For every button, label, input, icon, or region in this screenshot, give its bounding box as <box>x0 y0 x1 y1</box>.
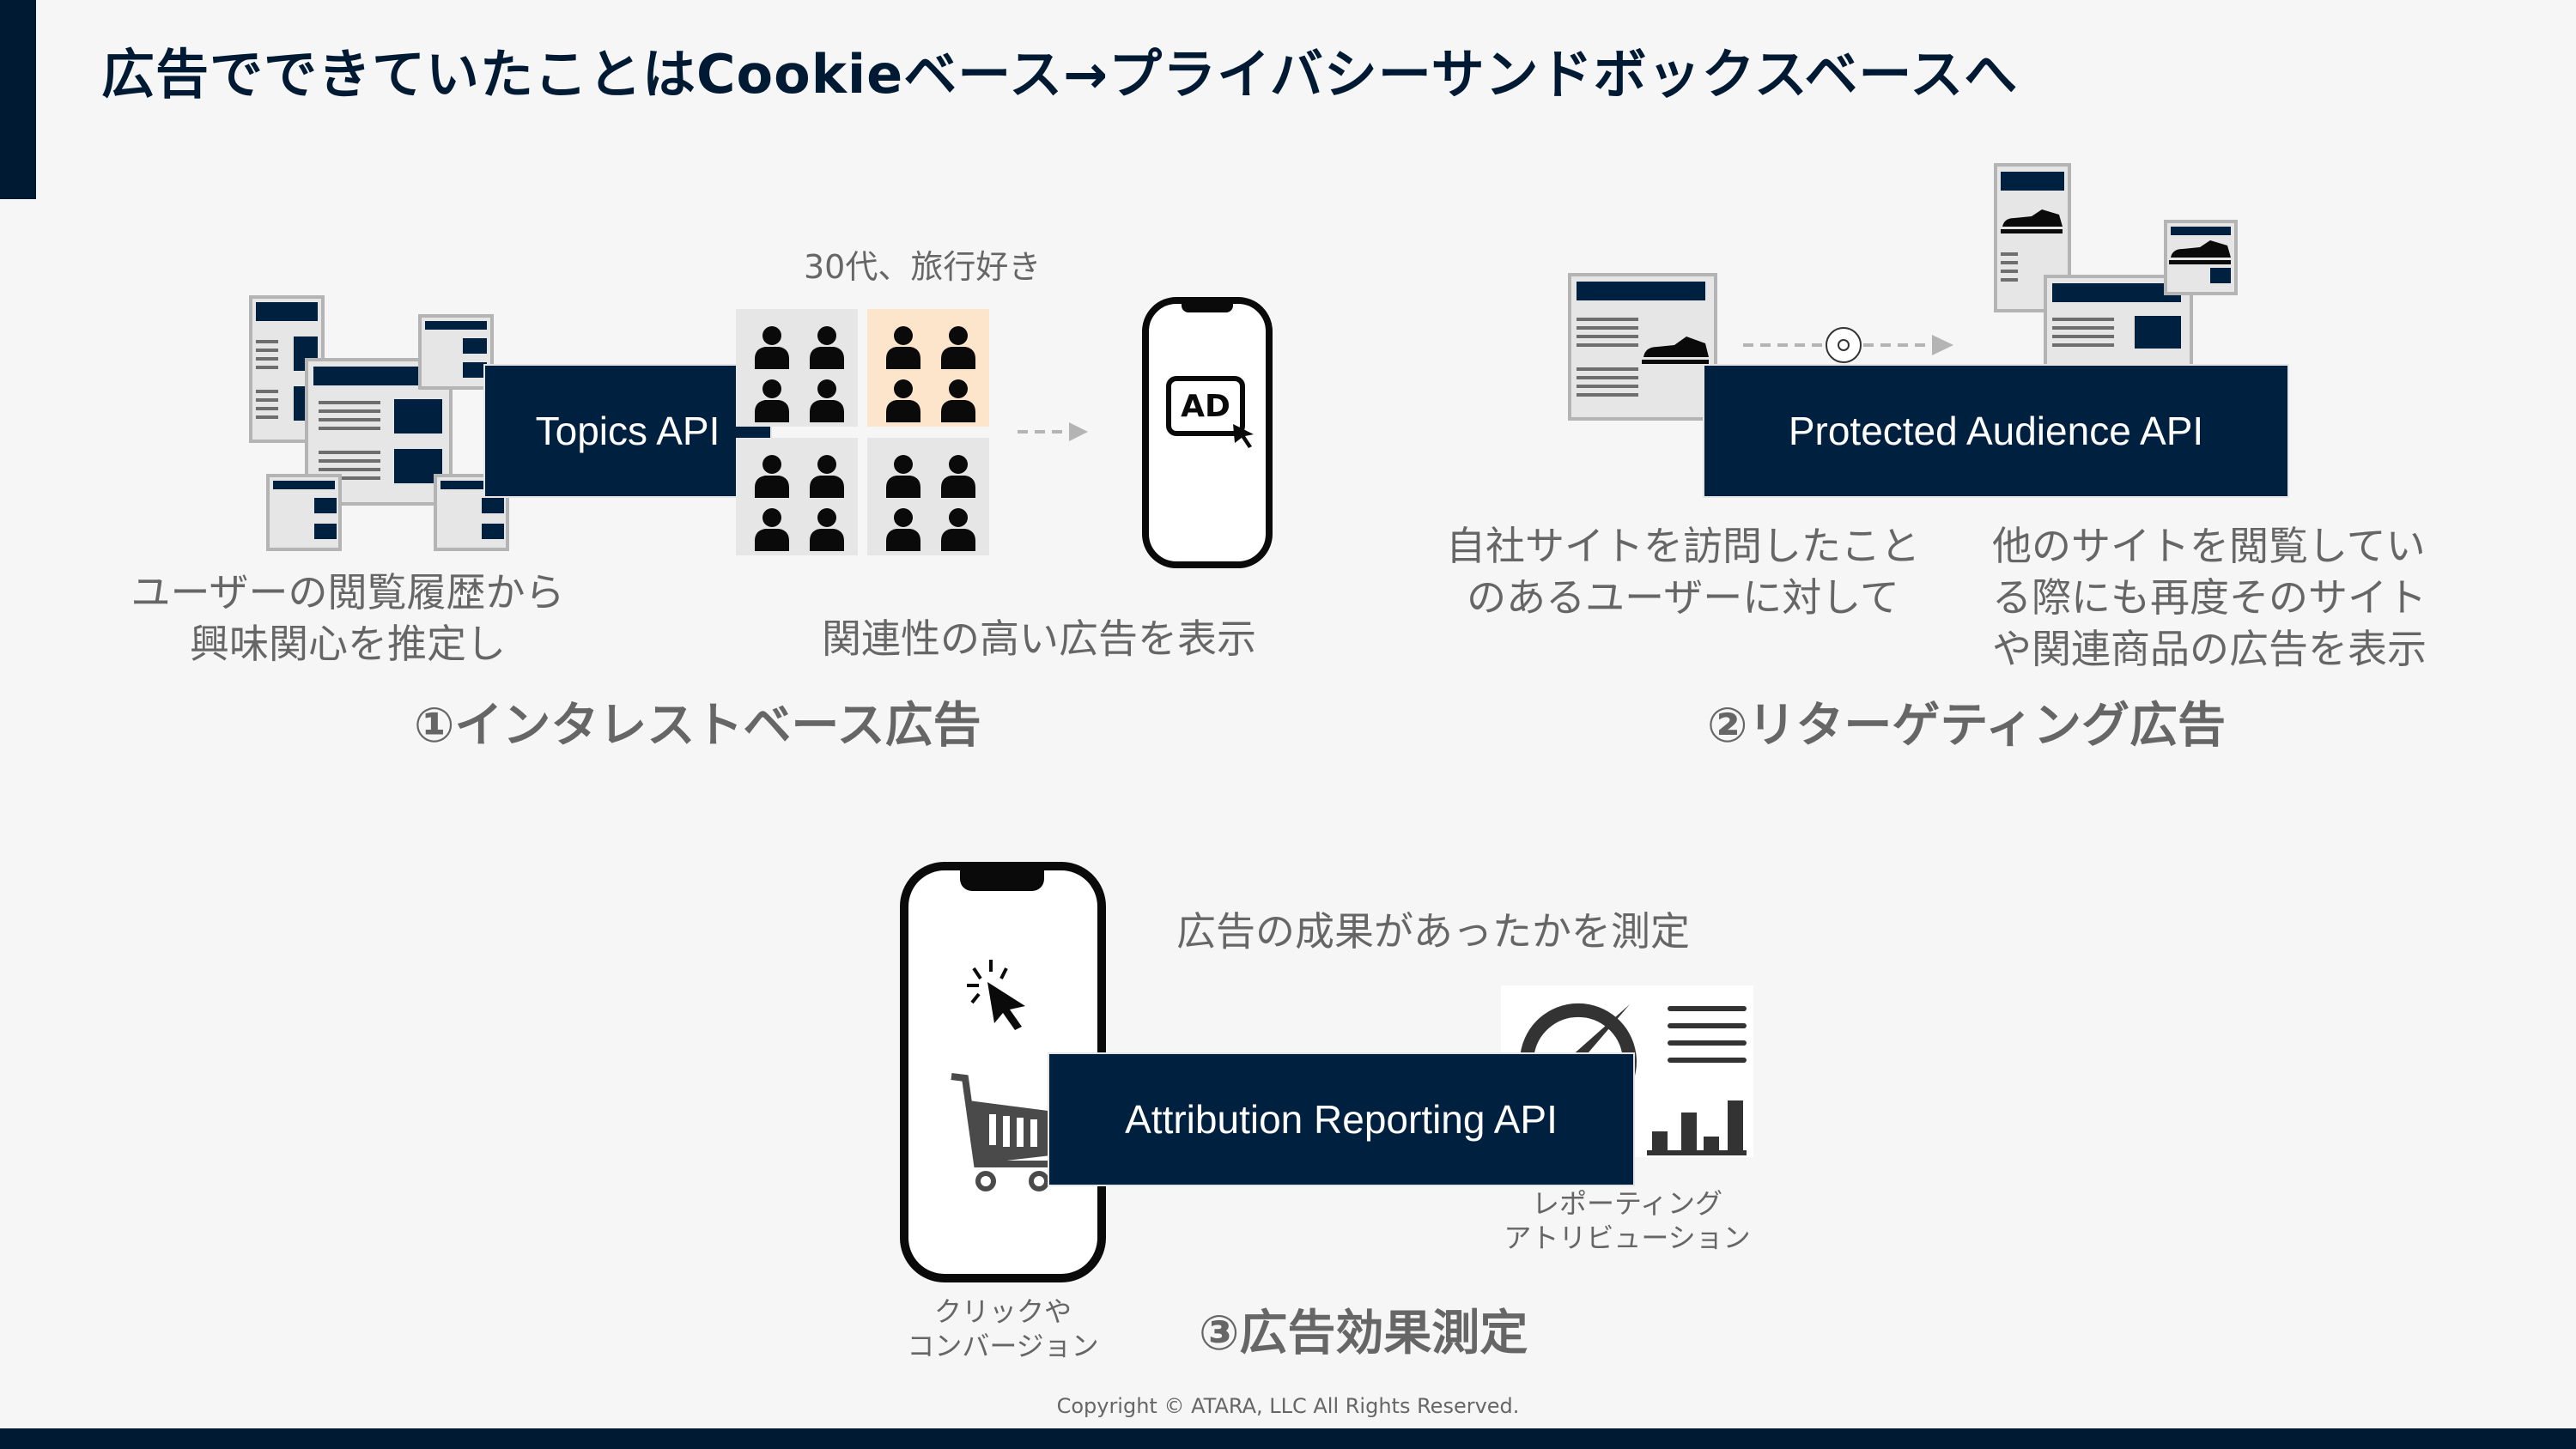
attribution-reporting-api-label: Attribution Reporting API <box>1125 1097 1558 1142</box>
person-icon <box>941 508 975 551</box>
other-site-page-icon <box>1994 163 2071 312</box>
protected-audience-api-box: Protected Audience API <box>1703 364 2289 498</box>
measure-label: 広告の成果があったかを測定 <box>1176 908 1690 955</box>
topics-api-label: Topics API <box>535 409 720 453</box>
bar-chart-icon <box>1647 1100 1747 1155</box>
shoe-icon <box>2001 209 2063 233</box>
person-icon <box>941 455 975 498</box>
section1-desc-right: 関連性の高い広告を表示 <box>822 615 1256 662</box>
person-icon <box>886 455 920 498</box>
shoe-icon <box>1642 336 1709 364</box>
own-site-page-icon <box>1568 273 1717 421</box>
audience-group <box>736 438 858 555</box>
section3-heading: ③広告効果測定 <box>1199 1306 1528 1361</box>
smartphone-ad-icon: AD <box>1142 297 1273 568</box>
section1-desc-left: ユーザーの閲覧履歴から 興味関心を推定し <box>131 569 565 667</box>
person-icon <box>886 326 920 369</box>
audience-group-highlighted <box>867 309 989 427</box>
cursor-icon <box>1233 424 1254 448</box>
person-icon <box>755 326 789 369</box>
person-icon <box>941 379 975 422</box>
topics-api-box: Topics API <box>483 364 772 498</box>
protected-audience-api-label: Protected Audience API <box>1788 409 2204 453</box>
web-page-icon <box>418 314 494 390</box>
slide-title: 広告でできていたことはCookieベース→プライバシーサンドボックスベースへ <box>101 43 2019 106</box>
section2-desc-right: 他のサイトを閲覧してい る際にも再度そのサイト や関連商品の広告を表示 <box>1992 523 2427 672</box>
accent-bar <box>0 0 36 199</box>
ad-badge-icon: AD <box>1166 376 1245 436</box>
other-site-page-icon <box>2164 220 2238 295</box>
person-icon <box>755 379 789 422</box>
dashed-arrow-icon <box>1743 327 1953 363</box>
person-icon <box>810 326 844 369</box>
person-icon <box>886 379 920 422</box>
shopping-cart-icon <box>951 1073 1061 1191</box>
click-cursor-icon <box>967 960 1025 1030</box>
web-page-icon <box>266 474 342 551</box>
person-icon <box>886 508 920 551</box>
person-icon <box>755 508 789 551</box>
person-icon <box>810 379 844 422</box>
person-icon <box>810 455 844 498</box>
shoe-icon <box>2169 240 2231 264</box>
audience-group <box>736 309 858 427</box>
segment-label: 30代、旅行好き <box>804 248 1042 286</box>
person-icon <box>810 508 844 551</box>
person-icon <box>755 455 789 498</box>
footer-bar <box>0 1428 2576 1449</box>
section2-heading: ②リターゲティング広告 <box>1707 698 2227 754</box>
copyright-text: Copyright © ATARA, LLC All Rights Reserv… <box>1056 1394 1520 1418</box>
section2-desc-left: 自社サイトを訪問したこと のあるユーザーに対して <box>1446 523 1920 621</box>
dashed-arrow-icon <box>1018 422 1088 441</box>
person-icon <box>941 326 975 369</box>
phone-caption: クリックや コンバージョン <box>907 1295 1099 1362</box>
section1-heading: ①インタレストベース広告 <box>414 698 981 754</box>
attribution-reporting-api-box: Attribution Reporting API <box>1048 1052 1635 1186</box>
report-caption: レポーティング アトリビューション <box>1504 1187 1751 1254</box>
audience-group <box>867 438 989 555</box>
